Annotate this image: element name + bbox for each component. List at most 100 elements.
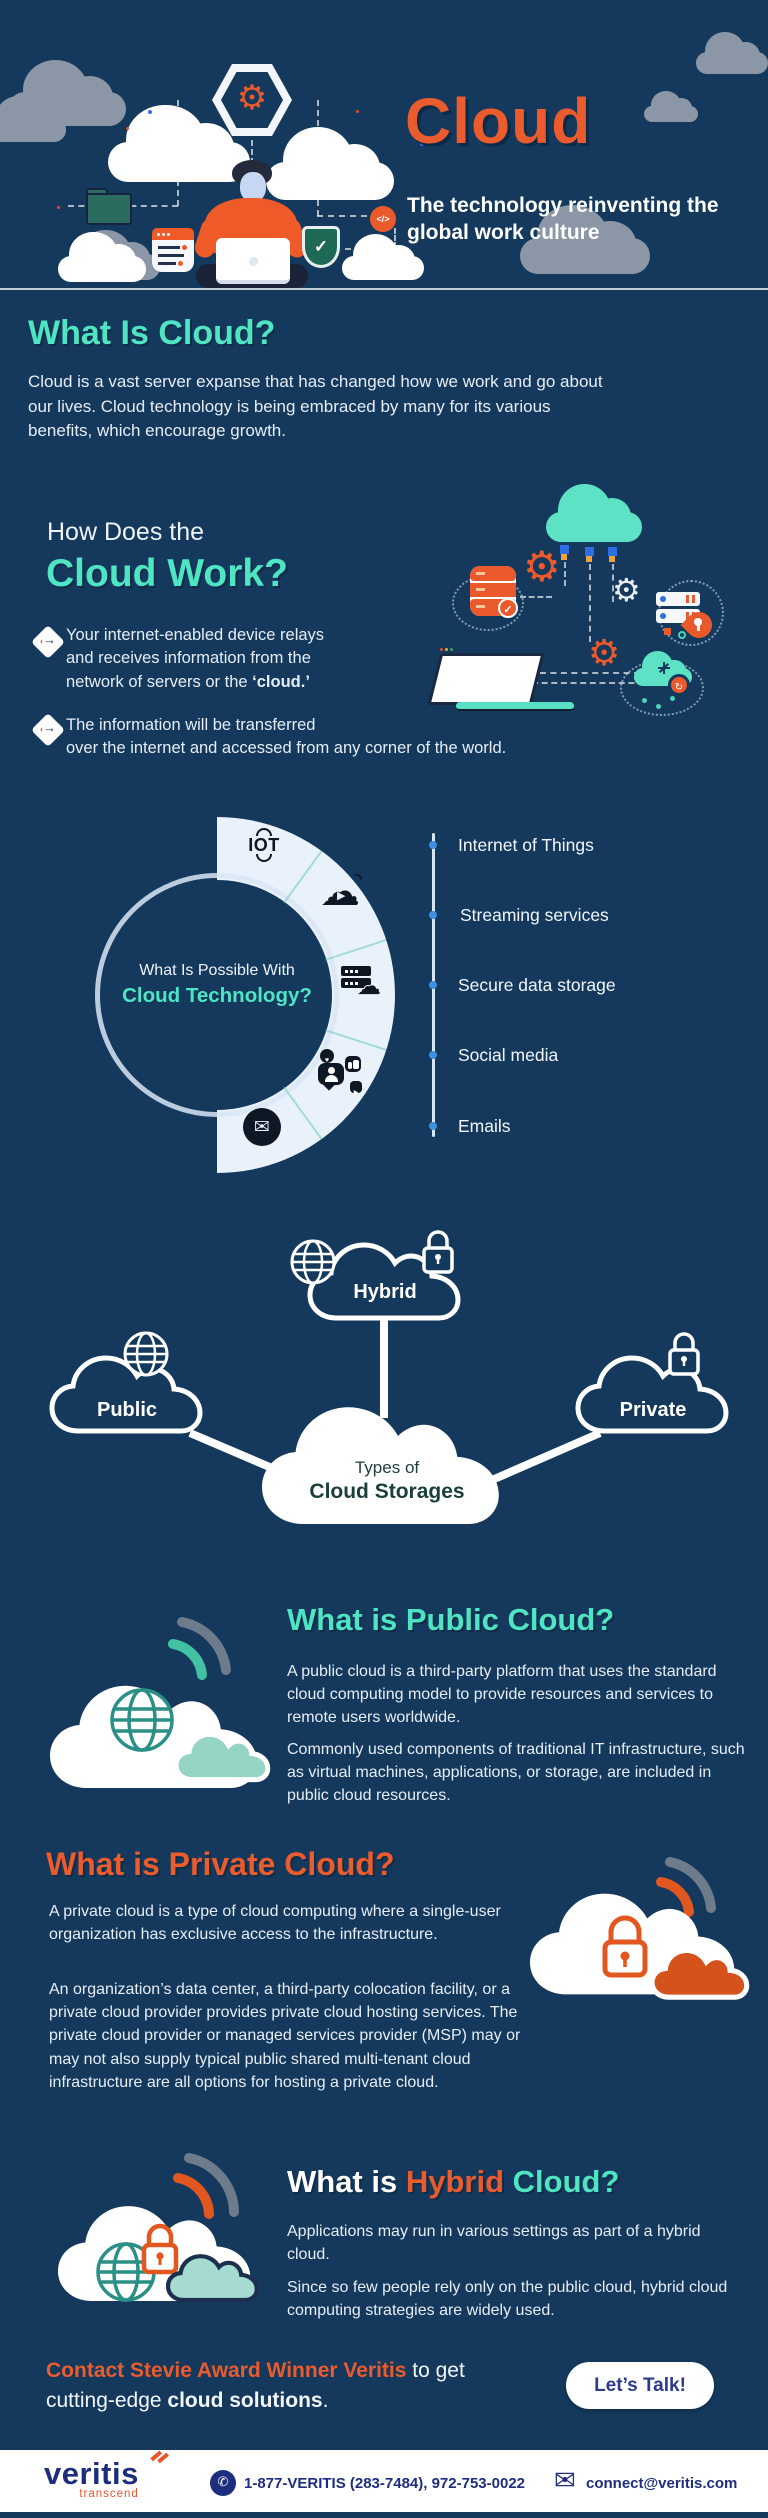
list-item: Streaming services	[460, 905, 609, 925]
hybrid-cloud-heading: What is Hybrid Cloud?	[287, 2164, 619, 2200]
hybrid-cloud-para1: Applications may run in various settings…	[287, 2223, 701, 2264]
possible-heading-line2: Cloud Technology?	[122, 984, 312, 1007]
list-dot	[429, 911, 437, 919]
cloud-decor	[108, 104, 250, 182]
footer-bottom-strip	[0, 2512, 768, 2518]
dashed-line	[612, 564, 614, 602]
dashed-line	[251, 140, 253, 164]
how-heading-line2: Cloud Work?	[46, 552, 288, 595]
code-badge-icon: </>	[370, 206, 396, 232]
cta-highlight: Contact Stevie Award Winner Veritis	[46, 2359, 407, 2382]
public-cloud-illustration	[50, 1617, 280, 1788]
social-media-icon: ♥ ▶	[318, 1049, 364, 1097]
cloud-pin	[585, 547, 594, 556]
veritis-tagline: transcend	[79, 2488, 139, 2500]
cloud-decor	[520, 204, 650, 274]
laptop-logo	[249, 257, 258, 266]
hybrid-cloud-para2: Since so few people rely only on the pub…	[287, 2279, 728, 2320]
teal-cloud	[546, 484, 642, 542]
storage-types-diagram	[0, 1230, 768, 1524]
cloud-pin	[608, 547, 617, 556]
dashed-line	[394, 228, 396, 248]
location-pin-keyhole	[694, 618, 702, 626]
hybrid-heading-white: What is	[287, 2164, 406, 2199]
public-cloud-para1: A public cloud is a third-party platform…	[287, 1663, 717, 1727]
hexagon-gear-icon: ⚙	[212, 64, 292, 136]
list-item: Secure data storage	[458, 975, 616, 995]
dashed-line	[589, 564, 591, 642]
private-cloud-para1: A private cloud is a type of cloud compu…	[49, 1903, 501, 1944]
bullet1-text: Your internet-enabled device relays and …	[66, 624, 324, 694]
list-item: Internet of Things	[458, 835, 594, 855]
list-item: Emails	[458, 1116, 511, 1136]
cta-mid: to get cutting-edge	[46, 2359, 465, 2413]
bullet2-text: The information will be transferred over…	[66, 714, 506, 761]
decor-dot	[356, 110, 359, 113]
cloud-decor	[644, 91, 698, 122]
what-is-cloud-body: Cloud is a vast server expanse that has …	[28, 372, 603, 441]
cloud-pin	[560, 545, 569, 554]
cloud-decor	[342, 233, 424, 280]
dashed-line	[564, 562, 566, 586]
public-cloud-label: Public	[96, 1399, 157, 1421]
hybrid-heading-orange: Hybrid	[405, 2164, 513, 2199]
check-badge-icon: ✓	[498, 598, 518, 618]
donut-inner-ring	[95, 873, 339, 1117]
laptop-base	[456, 702, 574, 711]
dashed-line	[540, 672, 640, 674]
folder-icon-body	[86, 193, 132, 225]
cta-text: Contact Stevie Award Winner Veritis to g…	[46, 2356, 524, 2417]
person-face	[240, 172, 266, 202]
phone-icon: ✆	[210, 2470, 236, 2496]
private-cloud-heading: What is Private Cloud?	[46, 1846, 395, 1882]
phone-number[interactable]: 1-877-VERITIS (283-7484), 972-753-0022	[244, 2475, 526, 2492]
bullet2-line1: The information will be transferred	[66, 716, 316, 734]
bullet1-line2: and receives information from the	[66, 649, 311, 668]
decor-dot	[57, 206, 60, 209]
dashed-line	[317, 215, 367, 217]
decor-dot	[126, 127, 129, 130]
node-dot	[642, 698, 647, 703]
private-cloud-para2: An organization’s data center, a third-p…	[49, 1981, 521, 2091]
lets-talk-button[interactable]: Let’s Talk!	[566, 2362, 714, 2409]
network-starburst	[658, 662, 670, 674]
list-item: Social media	[458, 1045, 559, 1065]
cloud-decor	[266, 126, 394, 200]
laptop-camera-dots	[440, 648, 443, 651]
how-heading-line1: How Does the	[47, 518, 205, 546]
dashed-line	[532, 682, 644, 684]
transfer-diamond-glyph: ‹→	[40, 720, 56, 735]
hybrid-heading-teal: Cloud?	[512, 2164, 620, 2199]
public-cloud-para2: Commonly used components of traditional …	[287, 1741, 745, 1805]
cta-bold: cloud solutions	[167, 2389, 323, 2413]
email-address[interactable]: connect@veritis.com	[586, 2475, 738, 2492]
page-subtitle: The technology reinventing the global wo…	[407, 194, 719, 245]
node-icon	[678, 631, 686, 639]
hybrid-cloud-label: Hybrid	[353, 1281, 417, 1303]
bullet2-line2: over the internet and accessed from any …	[66, 739, 507, 758]
gear-icon: ⚙	[523, 542, 561, 591]
private-cloud-illustration	[530, 1857, 768, 2026]
sync-badge-icon: ↻	[668, 674, 690, 696]
shield-check-icon: ✓	[302, 226, 340, 268]
cloud-decor	[696, 31, 768, 74]
header-divider	[0, 288, 768, 290]
storage-icon: ☁	[341, 966, 385, 1008]
cta-end: .	[322, 2389, 329, 2413]
hybrid-cloud-illustration	[58, 2153, 266, 2327]
bullet1-line3: network of servers or the ‘cloud.’	[66, 672, 310, 691]
dashed-line	[177, 100, 179, 206]
list-dot	[429, 981, 437, 989]
list-dot	[429, 1122, 437, 1130]
dashed-line	[317, 100, 319, 216]
cloud-pin	[561, 554, 567, 560]
cloud-pin	[586, 556, 592, 562]
decor-dot	[420, 142, 424, 146]
lets-talk-label: Let’s Talk!	[594, 2375, 686, 2396]
cloud-pin	[609, 556, 615, 562]
bullet1-line1: Your internet-enabled device relays	[66, 626, 325, 644]
checklist-card-icon	[152, 228, 194, 272]
location-pin-keyhole-stem	[697, 625, 700, 631]
iot-icon: IOT	[240, 828, 288, 862]
